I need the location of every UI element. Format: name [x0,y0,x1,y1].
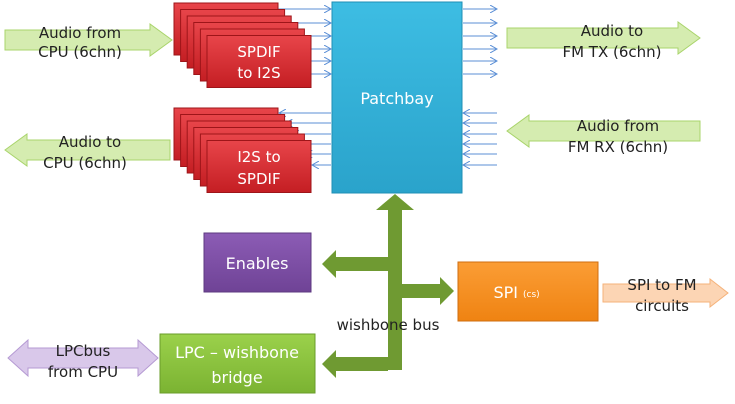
converter-block [206,140,312,193]
arrow-label: FM RX (6chn) [568,138,668,156]
spdif-to-i2s-stack [173,2,312,88]
patchbay-block [331,1,463,194]
arrow-label: Audio to [581,22,643,40]
audio-from-cpu-arrow: Audio from CPU (6chn) [4,23,173,61]
spi-label: SPI [493,283,518,302]
lpc-wishbone-bridge-block [159,333,316,394]
wishbone-bus [322,194,454,378]
arrow-label: FM TX (6chn) [562,43,661,61]
i2s-to-spdif-stack [173,107,312,193]
arrow-label: circuits [635,297,689,315]
spi-sub-label: (cs) [523,290,540,300]
spdif-to-i2s-label: to I2S [237,64,280,82]
spi-to-fm-arrow: SPI to FM circuits [602,276,729,315]
audio-from-fm-rx-arrow: Audio from FM RX (6chn) [506,114,701,156]
spdif-to-i2s-label: SPDIF [237,43,280,61]
enables-label: Enables [226,254,289,273]
audio-to-cpu-arrow: Audio to CPU (6chn) [4,133,171,172]
wishbone-bus-label: wishbone bus [337,316,440,334]
enables-block [203,232,312,293]
arrow-label: CPU (6chn) [43,154,127,172]
arrow-label: LPCbus [56,342,111,360]
arrow-label: CPU (6chn) [38,43,122,61]
i2s-to-spdif-label: SPDIF [237,170,280,188]
lpc-bridge-label: bridge [211,368,262,387]
arrow-label: Audio to [59,133,121,151]
arrow-label: from CPU [48,363,118,381]
i2s-to-spdif-label: I2S to [237,148,280,166]
converter-block [206,35,312,88]
audio-to-fm-tx-arrow: Audio to FM TX (6chn) [506,21,701,61]
arrow-label: Audio from [577,117,659,135]
lpc-bridge-label: LPC – wishbone [175,343,299,362]
signal-lines [278,9,497,165]
arrow-label: SPI to FM [627,276,696,294]
arrow-label: Audio from [39,24,121,42]
patchbay-label: Patchbay [360,89,433,108]
spi-block [457,261,599,322]
lpcbus-arrow: LPCbus from CPU [7,338,159,381]
